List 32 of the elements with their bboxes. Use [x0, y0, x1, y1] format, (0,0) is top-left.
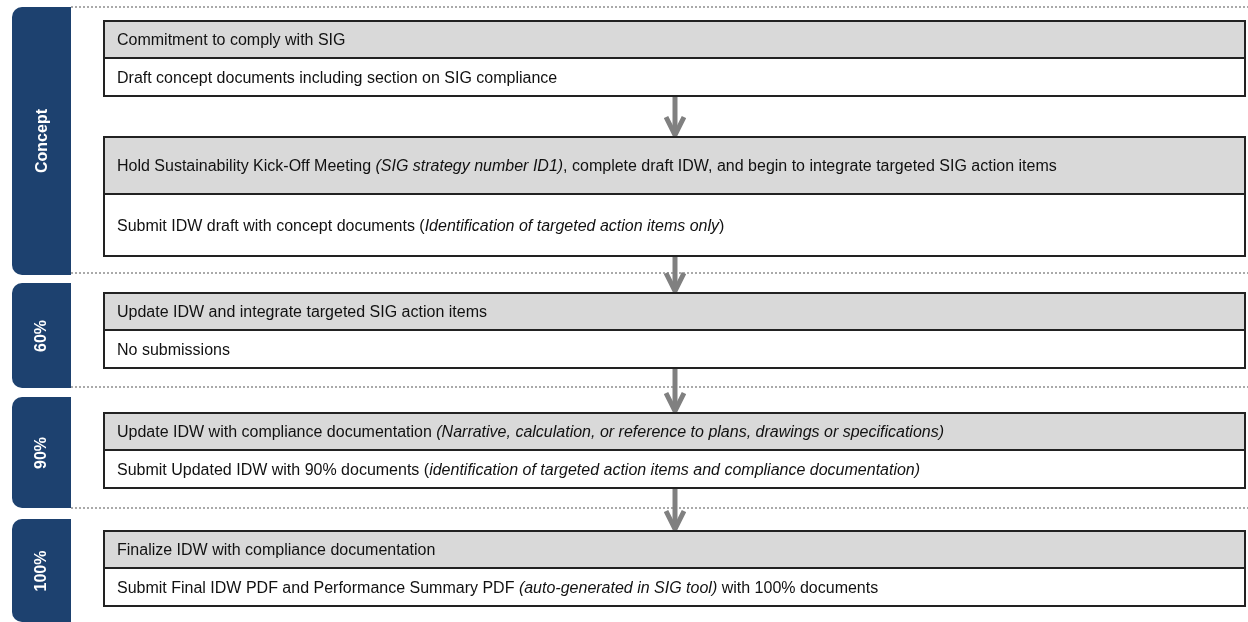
task-text: No submissions	[116, 339, 231, 360]
task-header-bar	[103, 292, 1246, 331]
phase-label: Concept	[32, 109, 51, 173]
task-header-bar	[103, 412, 1246, 451]
submission-row	[103, 59, 1246, 97]
phase-label: 100%	[32, 550, 51, 591]
task-header-bar	[103, 530, 1246, 569]
task-text: Hold Sustainability Kick-Off Meeting (SIG strategy number ID1), complete draft IDW, and begin to integrate targeted SIG action items	[116, 156, 1058, 176]
task-text: Draft concept documents including section on SIG compliance	[116, 67, 559, 88]
task-text: Submit Updated IDW with 90% documents (identification of targeted action items and compliance documentation)	[116, 459, 922, 480]
phase-label: 60%	[32, 319, 51, 352]
phase-label: 90%	[32, 436, 51, 469]
task-text: Commitment to comply with SIG	[116, 30, 347, 50]
task-header-bar	[103, 136, 1246, 195]
submission-row	[103, 195, 1246, 257]
task-text: Submit Final IDW PDF and Performance Summary PDF (auto-generated in SIG tool) with 100% documents	[116, 577, 880, 598]
task-text: Update IDW with compliance documentation (Narrative, calculation, or reference to plans, drawings or specifications)	[116, 422, 946, 442]
flow-arrow	[663, 257, 687, 294]
task-text: Finalize IDW with compliance documentation	[116, 540, 437, 560]
phase-tab	[12, 519, 71, 622]
flow-arrow	[663, 369, 687, 414]
flow-arrow	[663, 97, 687, 138]
task-text: Update IDW and integrate targeted SIG action items	[116, 302, 488, 322]
submission-row	[103, 451, 1246, 489]
submission-row	[103, 331, 1246, 369]
task-header-bar	[103, 20, 1246, 59]
task-text: Submit IDW draft with concept documents (Identification of targeted action items only)	[116, 215, 726, 236]
submission-row	[103, 569, 1246, 607]
phase-tab	[12, 7, 71, 275]
phase-tab	[12, 283, 71, 388]
flow-arrow	[663, 489, 687, 532]
phase-tab	[12, 397, 71, 508]
